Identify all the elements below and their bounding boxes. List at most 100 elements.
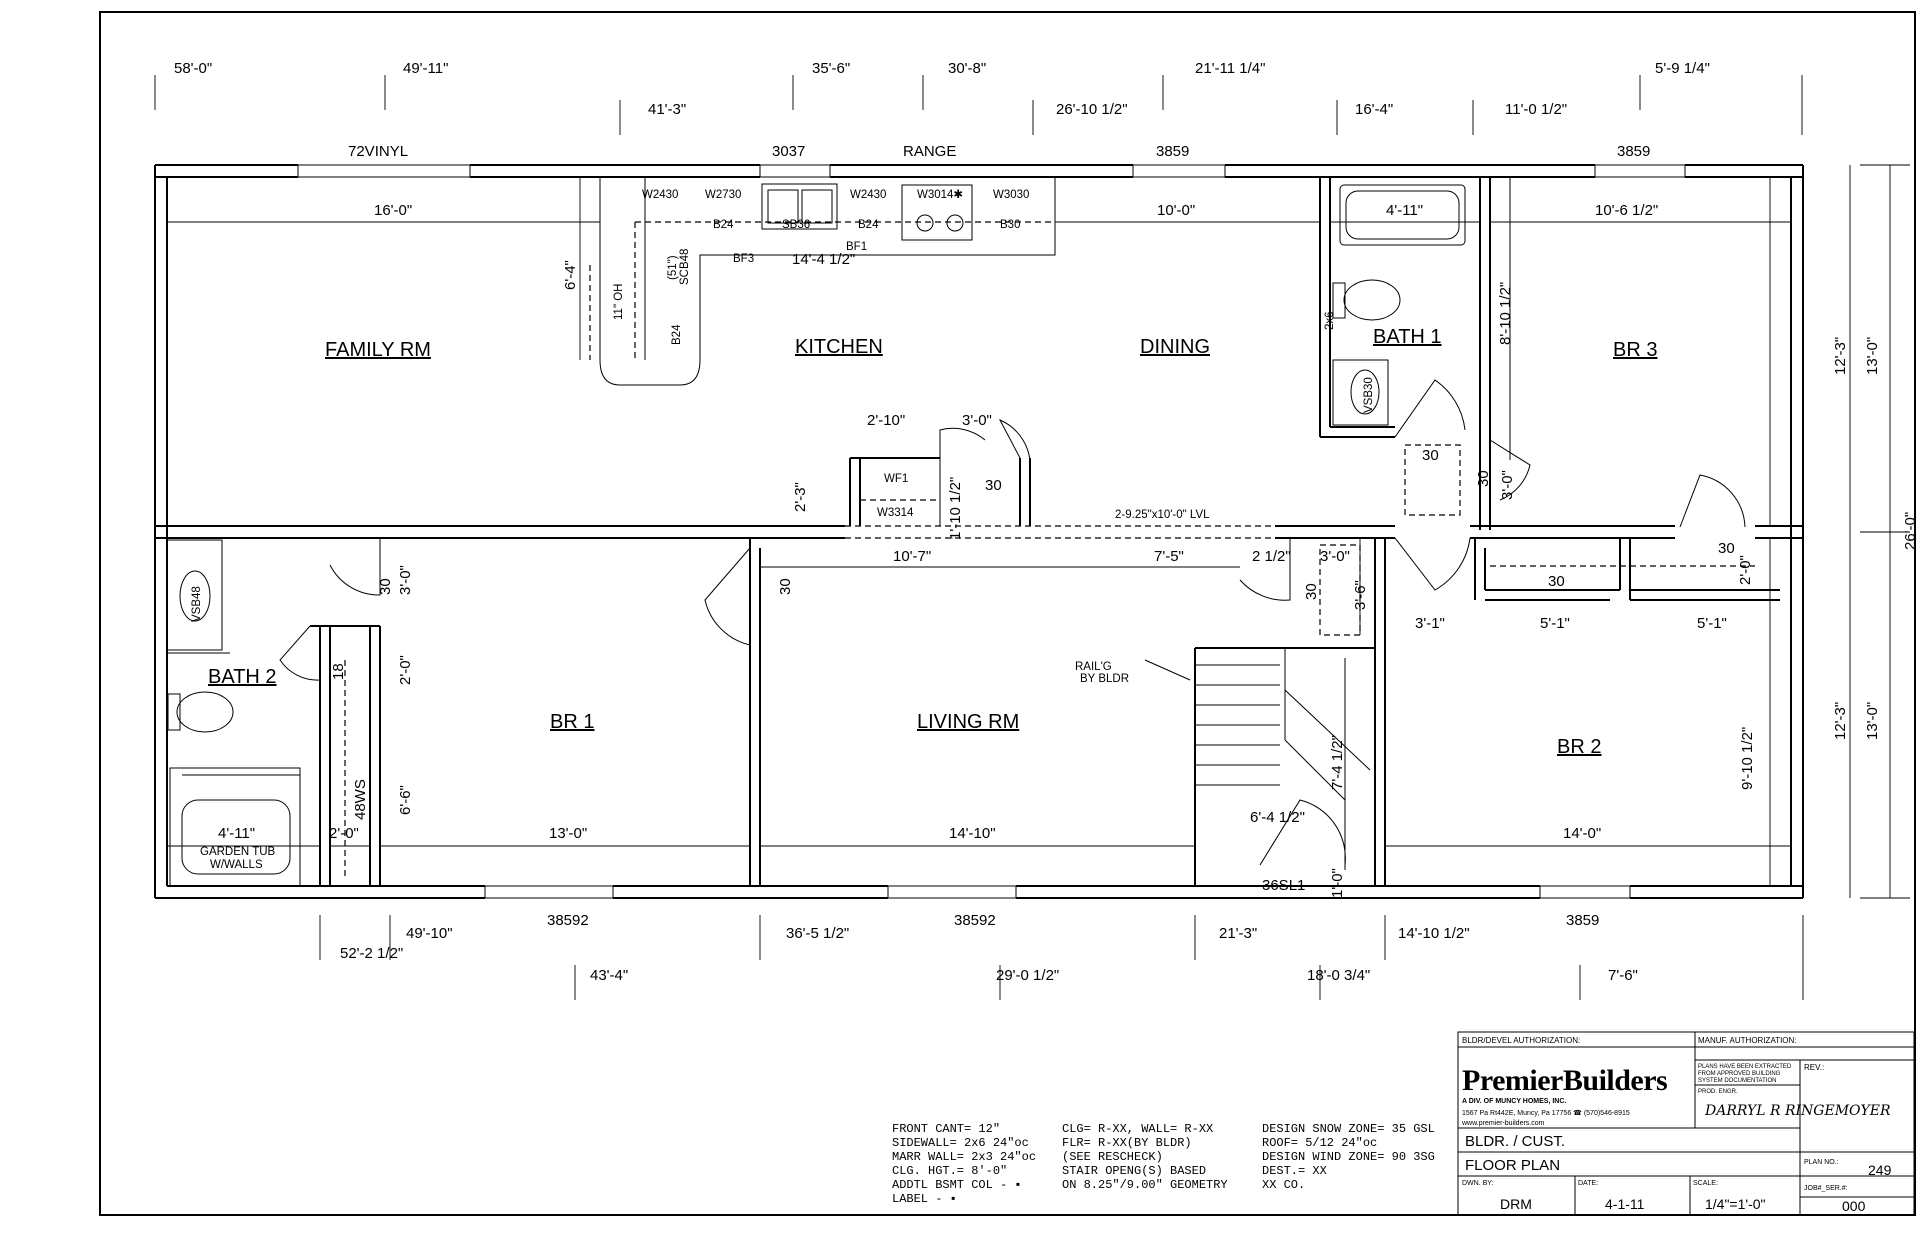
bottom-dim-7: 7'-6" [1608,967,1638,984]
cab-scb48: SCB48 [679,249,691,285]
dim-right-5: 13'-0" [1864,702,1881,740]
bottom-dimensions: 38592 38592 3859 49'-10" 36'-5 1/2" 21'-… [319,912,1804,1000]
top-dim-49: 49'-11" [403,60,448,77]
cab-bf1: BF1 [846,241,867,253]
cab-b24-b: B24 [858,219,879,231]
dim-br3-depth: 8'-10 1/2" [1497,282,1514,345]
dim-stair-side: 1'-10 1/2" [947,477,964,540]
cab-w2430-b: W2430 [850,189,886,201]
dim-hall-4: 3'-0" [1320,548,1350,565]
stair-treads [1195,664,1371,801]
door-30-hall: 30 [1303,583,1320,600]
door-30-br2-closet: 30 [1548,573,1565,590]
dim-sl-1: 1'-0" [1329,868,1346,898]
extracted-note-1: PLANS HAVE BEEN EXTRACTED [1698,1064,1792,1070]
dim-right-3: 26'-0" [1902,512,1919,550]
room-br3: BR 3 [1613,339,1657,361]
bottom-dim-29: 29'-0 1/2" [996,967,1059,984]
door-30-living: 30 [777,578,794,595]
room-living: LIVING RM [917,711,1019,733]
title-block: BLDR/DEVEL AUTHORIZATION: MANUF. AUTHORI… [1457,1031,1915,1216]
note-clg-hgt: CLG. HGT.= 8'-0" [892,1164,1007,1178]
top-dim-35: 35'-6" [812,60,850,77]
note-clg-r: CLG= R-XX, WALL= R-XX [1062,1122,1213,1136]
dim-br1-d3: 6'-6" [397,785,414,815]
cab-b24-a: B24 [713,219,734,231]
bottom-window-3859: 3859 [1566,912,1599,929]
dim-family-width: 16'-0" [374,202,412,219]
cab-b24-vertical: B24 [671,324,683,345]
top-window-labels: 72VINYL 3037 RANGE 3859 3859 [348,143,1650,160]
prod-engr-label: PROD. ENGR. [1698,1089,1738,1095]
dim-living-width: 14'-10" [949,825,996,842]
door-18: 18 [330,663,347,680]
garden-tub-walls: W/WALLS [210,859,263,871]
customer-field: BLDR. / CUST. [1465,1133,1565,1150]
dim-kitchen-depth: 6'-4" [562,260,579,290]
top-dim-11: 11'-0 1/2" [1505,101,1567,118]
room-names: FAMILY RM KITCHEN DINING BATH 1 BR 3 BAT… [208,326,1657,758]
dim-hall-3: 2 1/2" [1252,548,1291,565]
cab-bf3: BF3 [733,253,754,265]
dim-hall-5: 3'-6" [1352,580,1369,610]
top-dim-5: 5'-9 1/4" [1655,60,1710,77]
note-front-cant: FRONT CANT= 12" [892,1122,1000,1136]
dim-br3-width: 10'-6 1/2" [1595,202,1658,219]
brand-logo: PremierBuilders [1462,1064,1667,1097]
dim-br1-width: 13'-0" [549,825,587,842]
job-label: JOB#_SER.#: [1804,1185,1848,1192]
room-br1: BR 1 [550,711,594,733]
dim-right-1: 12'-3" [1832,337,1849,375]
date-label: DATE: [1578,1180,1598,1187]
top-dim-30: 30'-8" [948,60,986,77]
kitchen-labels: W2430 W2730 W2430 W3014✱ W3030 B24 SB36 … [613,189,1029,519]
note-roof: ROOF= 5/12 24"oc [1262,1136,1377,1150]
dim-stair-length: 7'-4 1/2" [1329,735,1346,790]
bottom-dim-36: 36'-5 1/2" [786,925,849,942]
dim-closet-3: 5'-1" [1697,615,1727,632]
spec-notes: FRONT CANT= 12" SIDEWALL= 2x6 24"oc MARR… [892,1122,1435,1206]
bottom-dim-21: 21'-3" [1219,925,1257,942]
dim-stair-door: 3'-0" [962,412,992,429]
fixture-wf1: WF1 [884,473,908,485]
bottom-window-38592-b: 38592 [954,912,996,929]
dim-br1-d1: 3'-0" [397,565,414,595]
fixture-vsb48: VSB48 [191,586,203,622]
top-dim-26: 26'-10 1/2" [1056,101,1128,118]
bottom-dim-52: 52'-2 1/2" [340,945,403,962]
room-kitchen: KITCHEN [795,336,883,358]
brand-subtitle: A DIV. OF MUNCY HOMES, INC. [1462,1098,1566,1105]
door-30-br2: 30 [1718,540,1735,557]
dim-stair-height: 2'-3" [792,482,809,512]
dim-right-4: 12'-3" [1832,702,1849,740]
scale-value: 1/4"=1'-0" [1705,1196,1766,1212]
bottom-dim-49: 49'-10" [406,925,453,942]
note-addtl-col: ADDTL BSMT COL - ▪ [892,1178,1022,1192]
note-dest: DEST.= XX [1262,1164,1327,1178]
fixture-48ws: 48WS [352,779,369,820]
overhang-label: 11" OH [613,284,625,320]
extracted-note-2: FROM APPROVED BUILDING [1698,1071,1781,1077]
room-bath2: BATH 2 [208,666,277,688]
top-dim-21: 21'-11 1/4" [1195,60,1265,77]
note-wind-zone: DESIGN WIND ZONE= 90 3SG [1262,1150,1435,1164]
brand-website: www.premier-builders.com [1461,1120,1545,1127]
note-sidewall: SIDEWALL= 2x6 24"oc [892,1136,1029,1150]
room-bath1: BATH 1 [1373,326,1442,348]
interior-walls [166,177,1780,887]
exterior-walls [154,164,1804,899]
cab-b30: B30 [1000,219,1020,231]
top-dimensions: 58'-0" 49'-11" 35'-6" 30'-8" 21'-11 1/4"… [154,60,1803,135]
job-value: 000 [1842,1198,1866,1214]
cab-sb36: SB36 [782,219,810,231]
extracted-note-3: SYSTEM DOCUMENTATION [1698,1078,1776,1084]
bottom-dim-43: 43'-4" [590,967,628,984]
dim-right-2: 13'-0" [1864,337,1881,375]
room-family: FAMILY RM [325,339,431,361]
window-label-72vinyl: 72VINYL [348,143,408,160]
manuf-auth-label: MANUF. AUTHORIZATION: [1698,1036,1797,1045]
note-snow-zone: DESIGN SNOW ZONE= 35 GSL [1262,1122,1435,1136]
bottom-dim-18: 18'-0 3/4" [1307,967,1370,984]
dim-hall-1: 10'-7" [893,548,931,565]
